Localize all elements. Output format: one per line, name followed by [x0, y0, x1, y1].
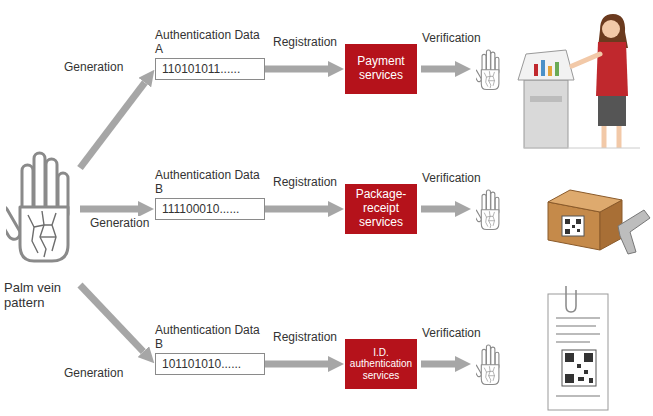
flow-arrow: [80, 285, 143, 352]
flow-arrow: [265, 361, 328, 368]
data-heading: Authentication Data B: [155, 168, 265, 196]
auth-data-box: Authentication Data B101101010......: [155, 323, 265, 375]
flow-arrow: [265, 66, 328, 73]
bit-string: 110101011......: [155, 58, 265, 80]
bit-string: 111100010......: [155, 198, 265, 220]
flow-arrow: [265, 206, 328, 213]
step-label: Verification: [420, 31, 483, 45]
edge-label: Registration: [271, 175, 339, 189]
flow-arrow: [80, 206, 138, 213]
edge-label: Generation: [88, 216, 151, 230]
service-name: I.D. authentication services: [348, 347, 414, 382]
data-heading: Authentication Data B: [155, 323, 265, 351]
hand-icon: [472, 50, 499, 90]
edge-label: Generation: [62, 366, 125, 380]
node-label: Palm vein pattern: [4, 280, 80, 310]
step-label: Verification: [420, 326, 483, 340]
payment-terminal: [518, 50, 574, 148]
edge-label: Generation: [62, 60, 125, 74]
service-name: Package-receipt services: [348, 188, 414, 229]
auth-data-box: Authentication Data A110101011......: [155, 28, 265, 80]
auth-data-box: Authentication Data B111100010......: [155, 168, 265, 220]
data-heading: Authentication Data A: [155, 28, 265, 56]
service-name: Payment services: [348, 55, 414, 83]
bit-string: 101101010......: [155, 353, 265, 375]
hand-icon: [472, 345, 499, 385]
palm-node: Palm vein pattern: [4, 140, 80, 310]
edge-label: Registration: [271, 35, 339, 49]
service-box: I.D. authentication services: [345, 339, 417, 389]
hand-icon: [472, 190, 499, 230]
package-illustration: [548, 190, 650, 254]
verification-arrows: [421, 69, 455, 364]
service-box: Payment services: [345, 44, 417, 94]
edge-label: Registration: [271, 330, 339, 344]
service-box: Package-receipt services: [345, 184, 417, 234]
palm-illustration: [0, 153, 68, 261]
flow-arrow: [80, 83, 145, 168]
id-document: [548, 286, 608, 410]
step-label: Verification: [420, 171, 483, 185]
woman-figure: [524, 14, 640, 148]
